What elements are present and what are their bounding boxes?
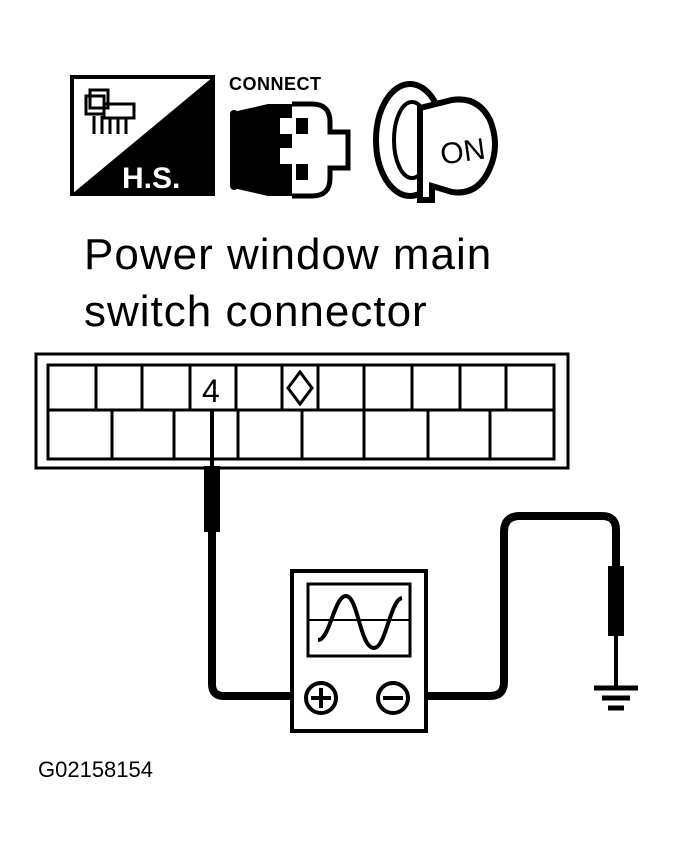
diagram-title-line-2: switch connector [84, 287, 428, 336]
waveform-icon [317, 593, 404, 651]
harness-connector-disconnected-icon: H.S. [70, 75, 215, 196]
ground-icon [594, 685, 638, 711]
connect-icon [230, 101, 351, 199]
positive-probe [204, 410, 296, 700]
connector-lock-tab [286, 369, 314, 407]
terminal-4-label: 4 [202, 373, 220, 409]
ignition-key-on-icon: ON [373, 81, 498, 203]
figure-id: G02158154 [38, 757, 153, 782]
negative-probe [426, 512, 624, 700]
harness-icon-label: H.S. [122, 162, 180, 195]
minus-terminal [376, 681, 410, 715]
ignition-on-label: ON [438, 133, 487, 172]
diagram-title-line-1: Power window main [84, 230, 493, 279]
plus-terminal [304, 681, 338, 715]
connect-label: CONNECT [229, 74, 322, 94]
voltmeter [290, 569, 428, 733]
power-window-main-switch-connector: 4 [34, 352, 570, 470]
